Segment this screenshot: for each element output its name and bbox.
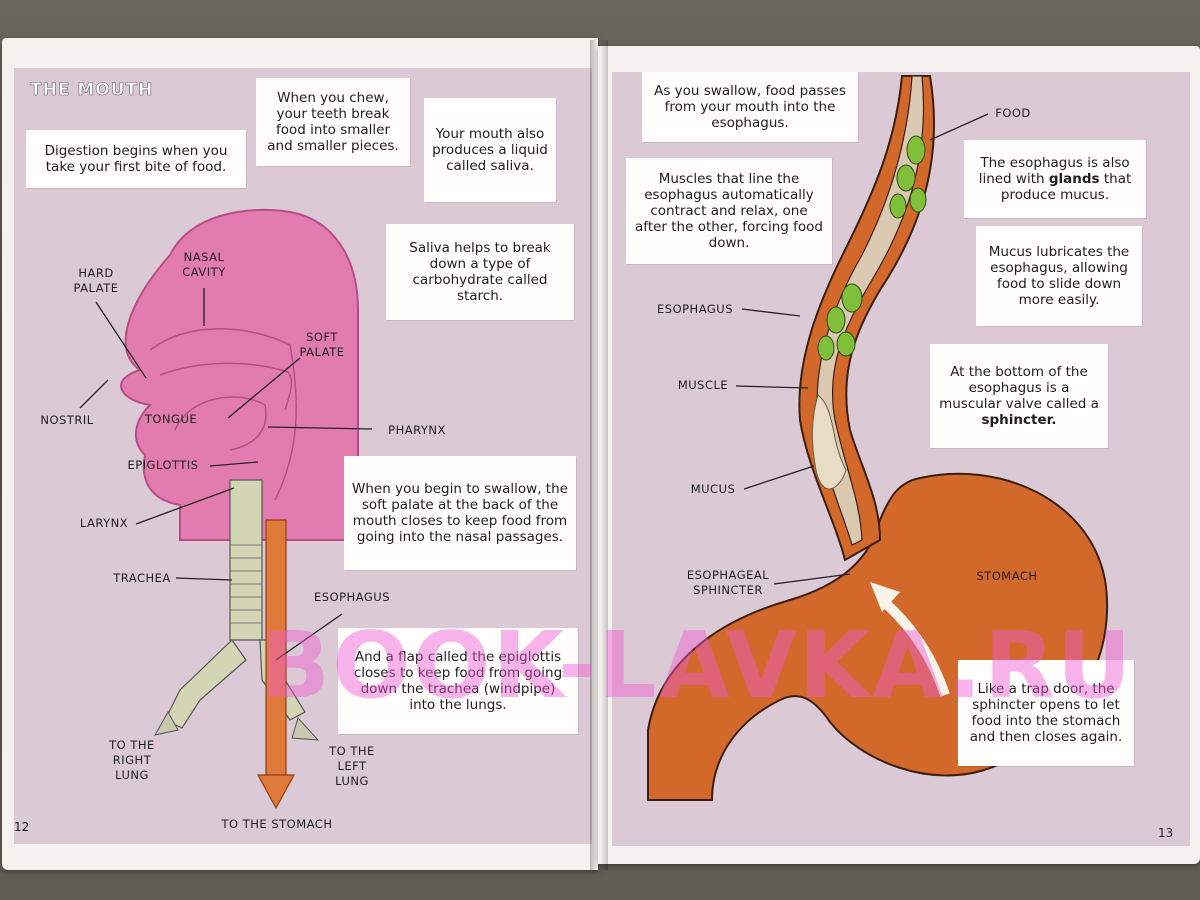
label-esophageal-sphincter: ESOPHAGEAL SPHINCTER — [686, 568, 770, 597]
label-epiglottis: EPIGLOTTIS — [127, 458, 199, 472]
muscles-textbox: Muscles that line the esophagus automati… — [626, 158, 832, 264]
sphincter-textbox: At the bottom of the esophagus is a musc… — [930, 344, 1108, 448]
mucus-lubricates-textbox: Mucus lubricates the esophagus, allowing… — [976, 226, 1142, 326]
swallow-textbox: When you begin to swallow, the soft pala… — [344, 456, 576, 570]
sphincter-text-start: At the bottom of the esophagus is a musc… — [939, 364, 1099, 412]
page-number-right: 13 — [1158, 826, 1174, 840]
saliva-textbox: Your mouth also produces a liquid called… — [424, 98, 556, 202]
label-esophagus-right: ESOPHAGUS — [657, 302, 733, 316]
digestion-textbox: Digestion begins when you take your firs… — [26, 130, 246, 188]
starch-textbox: Saliva helps to break down a type of car… — [386, 224, 574, 320]
label-trachea: TRACHEA — [113, 571, 171, 585]
glands-text-start: The esophagus is also lined with — [978, 155, 1130, 187]
sphincter-arrow — [878, 596, 950, 697]
label-larynx: LARYNX — [79, 516, 129, 530]
glands-text: The esophagus is also lined with glands … — [964, 151, 1146, 207]
label-muscle: MUSCLE — [677, 378, 729, 392]
mucus-blob — [811, 394, 847, 490]
swallow-food-textbox: As you swallow, food passes from your mo… — [642, 72, 858, 142]
epiglottis-flap-textbox: And a flap called the epiglottis closes … — [338, 628, 578, 734]
mucus-lubricates-text: Mucus lubricates the esophagus, allowing… — [988, 244, 1130, 308]
food-bolus-upper — [889, 135, 927, 219]
glands-textbox: The esophagus is also lined with glands … — [964, 140, 1146, 218]
starch-text: Saliva helps to break down a type of car… — [409, 240, 551, 304]
label-esophagus: ESOPHAGUS — [314, 590, 390, 604]
swallow-food-text: As you swallow, food passes from your mo… — [654, 83, 846, 131]
right-lung-arrow — [154, 710, 179, 736]
muscles-text: Muscles that line the esophagus automati… — [635, 171, 823, 251]
stomach-arrow — [256, 774, 296, 810]
left-lung-arrow — [291, 717, 320, 741]
nasal-cavity-outline — [149, 328, 291, 351]
label-pharynx: PHARYNX — [388, 423, 446, 437]
label-food: FOOD — [995, 106, 1031, 120]
label-hard-palate: HARD PALATE — [73, 266, 119, 295]
sphincter-arrow-head — [870, 582, 900, 612]
swallow-text: When you begin to swallow, the soft pala… — [352, 481, 568, 545]
page-number-left: 12 — [14, 820, 30, 834]
page-title: THE MOUTH — [30, 80, 154, 101]
palate-outline — [159, 362, 293, 411]
sphincter-text: At the bottom of the esophagus is a musc… — [930, 360, 1108, 432]
glands-text-end: that produce mucus. — [1000, 171, 1132, 203]
saliva-text: Your mouth also produces a liquid called… — [432, 126, 548, 174]
label-mucus: MUCUS — [690, 482, 736, 496]
trap-door-text: Like a trap door, the sphincter opens to… — [969, 681, 1123, 745]
label-tongue: TONGUE — [144, 412, 198, 426]
label-to-stomach: TO THE STOMACH — [221, 817, 333, 831]
trap-door-textbox: Like a trap door, the sphincter opens to… — [958, 660, 1134, 766]
tongue-outline — [174, 396, 267, 451]
trachea — [229, 479, 263, 641]
right-bronchus — [164, 639, 247, 729]
food-bolus-lower — [817, 283, 863, 361]
digestion-text: Digestion begins when you take your firs… — [44, 143, 228, 175]
head-profile — [120, 209, 359, 541]
label-nasal-cavity: NASAL CAVITY — [182, 250, 226, 279]
epiglottis-flap-text: And a flap called the epiglottis closes … — [353, 649, 563, 713]
sphincter-text-bold: sphincter. — [981, 412, 1057, 428]
esophagus-lumen — [816, 75, 925, 546]
chew-text: When you chew, your teeth break food int… — [267, 90, 399, 154]
glands-text-bold: glands — [1048, 171, 1100, 187]
book-spine — [590, 40, 608, 870]
chew-textbox: When you chew, your teeth break food int… — [256, 78, 410, 166]
label-right-lung: TO THE RIGHT LUNG — [109, 738, 155, 782]
label-left-lung: TO THE LEFT LUNG — [329, 744, 375, 788]
watermark: BOOK-LAVKA.RU — [260, 612, 1134, 719]
label-soft-palate: SOFT PALATE — [299, 330, 345, 359]
label-stomach: STOMACH — [976, 569, 1038, 583]
label-nostril: NOSTRIL — [40, 413, 94, 427]
